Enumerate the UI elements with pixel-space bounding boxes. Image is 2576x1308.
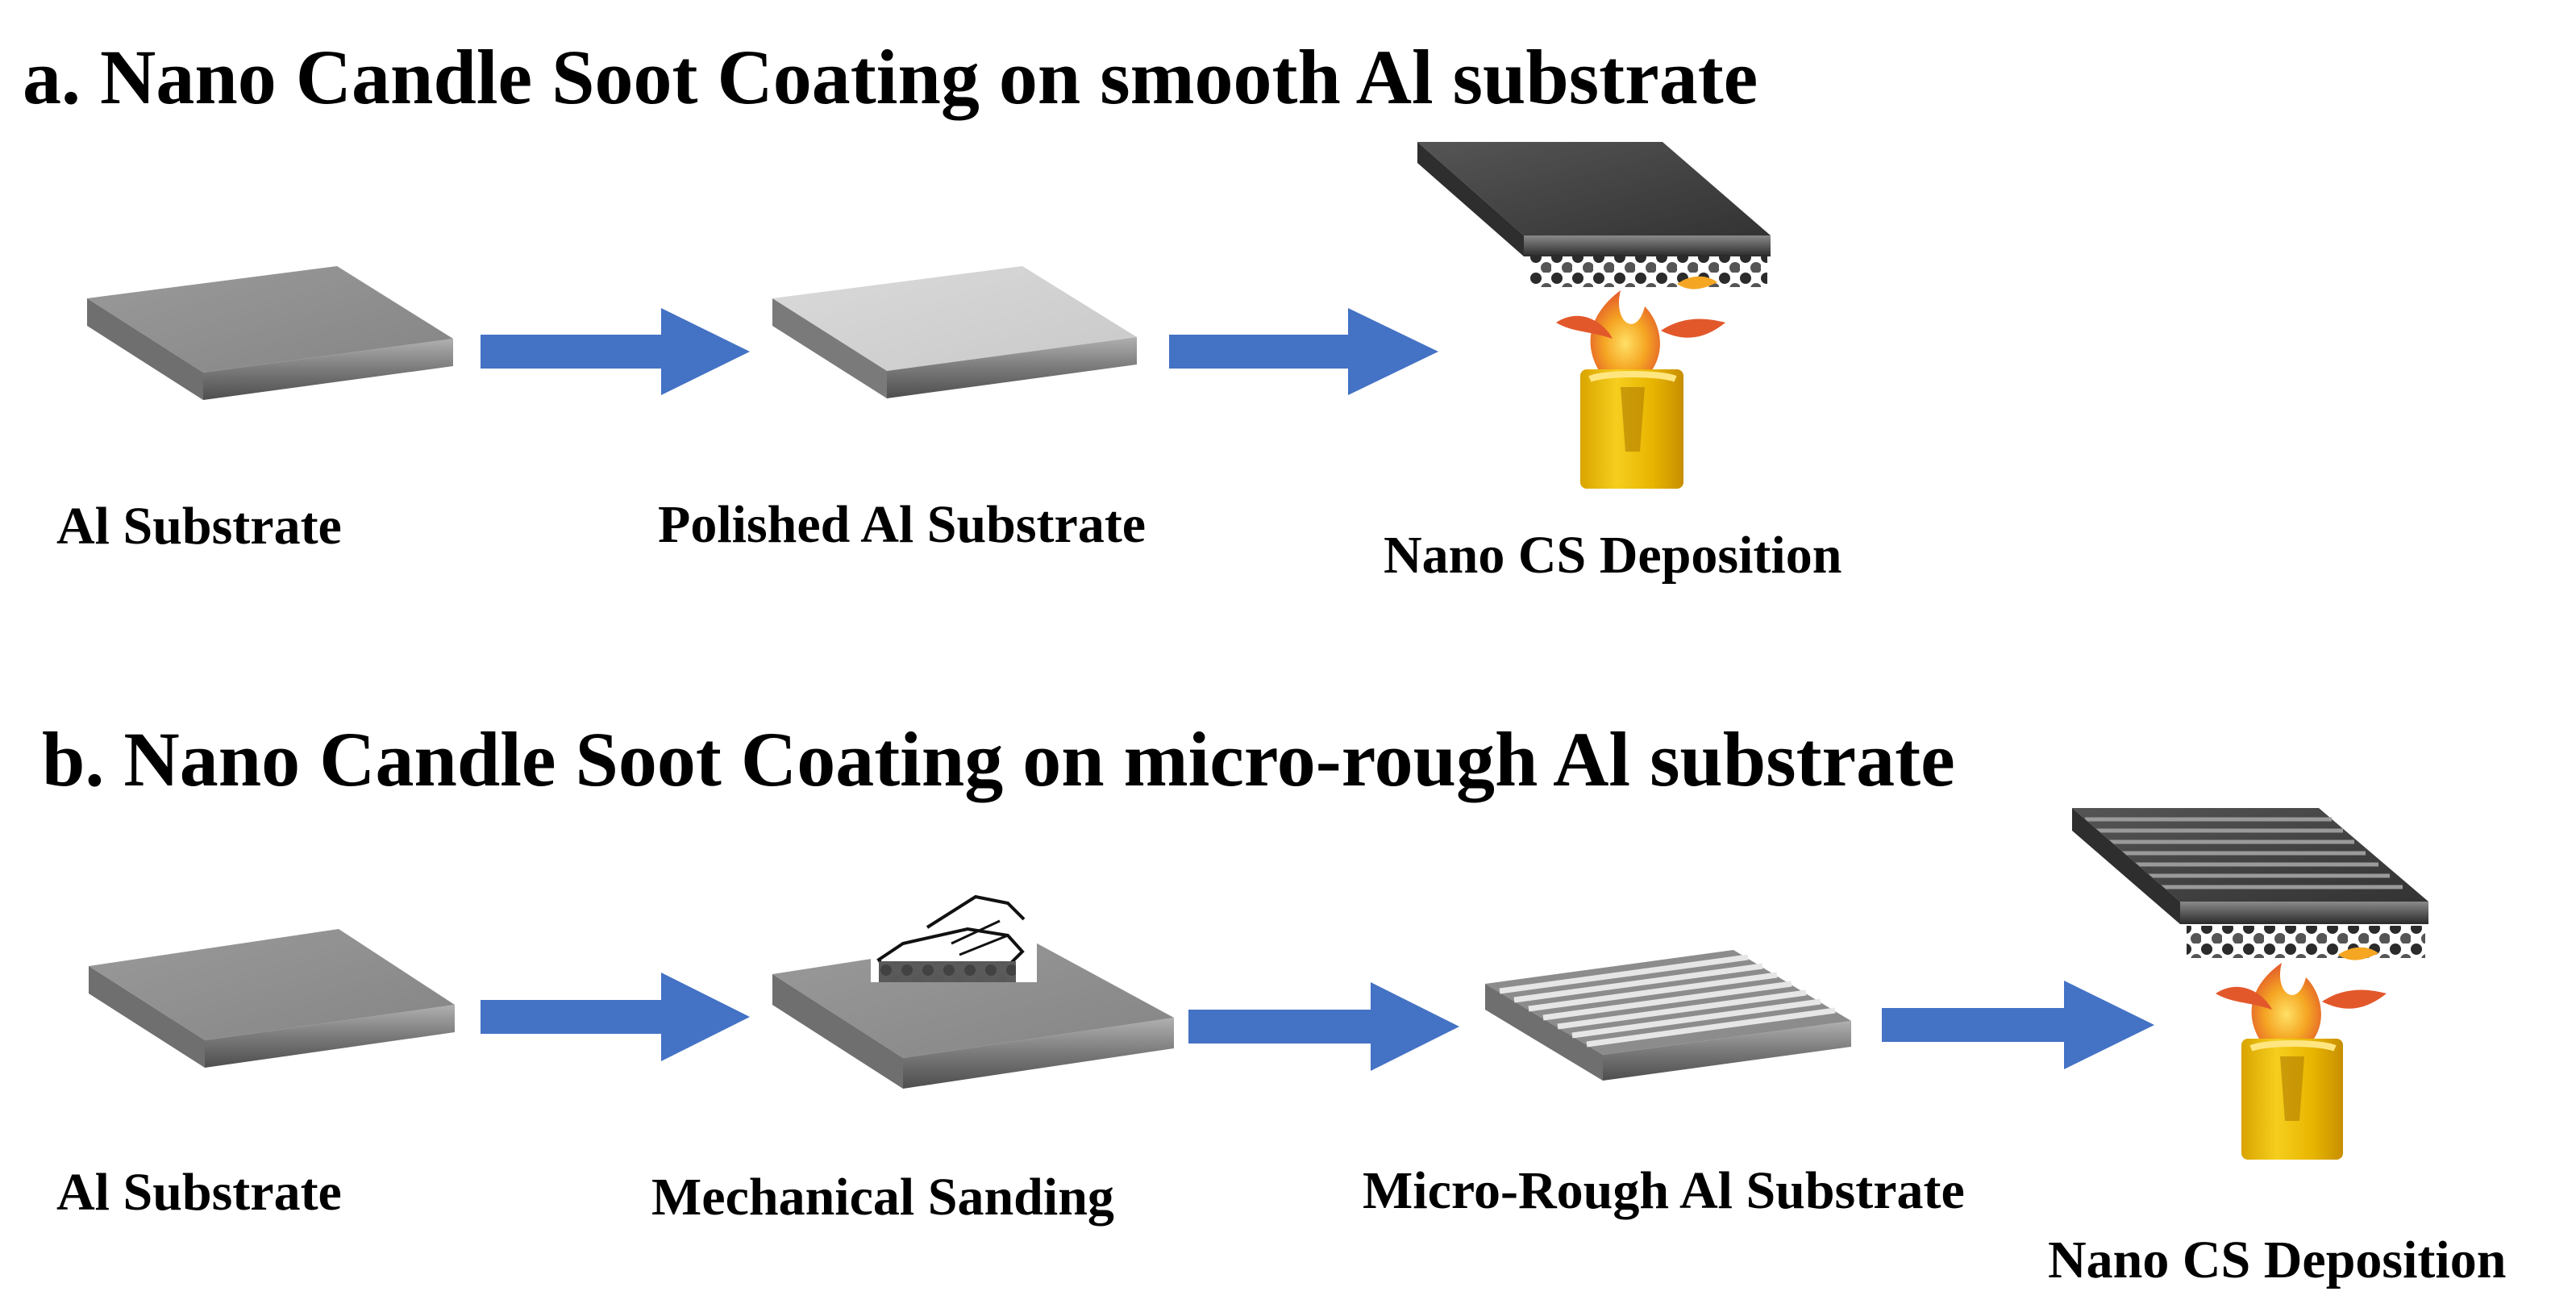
deposition-plate-icon [1417, 142, 1771, 287]
step-label-micro-rough-al-substrate: Micro-Rough Al Substrate [1363, 1161, 1965, 1220]
step-label-mechanical-sanding: Mechanical Sanding [651, 1168, 1114, 1227]
candle-flame-icon [1556, 276, 1725, 489]
flat-plate-icon [89, 929, 455, 1068]
deposition-plate-icon [2072, 808, 2428, 958]
arrow-right-icon [1188, 982, 1459, 1071]
arrow-right-icon [481, 308, 750, 395]
step-label-al-substrate: Al Substrate [56, 1163, 342, 1222]
sanding-hand-icon [871, 882, 1037, 982]
step-label-nano-cs-deposition: Nano CS Deposition [1384, 526, 1842, 585]
panel-a-title: a. Nano Candle Soot Coating on smooth Al… [23, 34, 1758, 120]
polished-plate-icon [772, 266, 1137, 398]
arrow-right-icon [481, 973, 750, 1061]
candle-flame-icon [2216, 947, 2387, 1160]
step-label-nano-cs-deposition: Nano CS Deposition [2048, 1231, 2507, 1289]
grooved-plate-icon [1485, 950, 1851, 1081]
panel-b-title: b. Nano Candle Soot Coating on micro-rou… [42, 716, 1955, 802]
arrow-right-icon [1882, 981, 2154, 1069]
step-label-al-substrate: Al Substrate [56, 497, 342, 556]
arrow-right-icon [1169, 308, 1438, 395]
step-label-polished-al-substrate: Polished Al Substrate [658, 495, 1147, 554]
flat-plate-icon [87, 266, 453, 400]
